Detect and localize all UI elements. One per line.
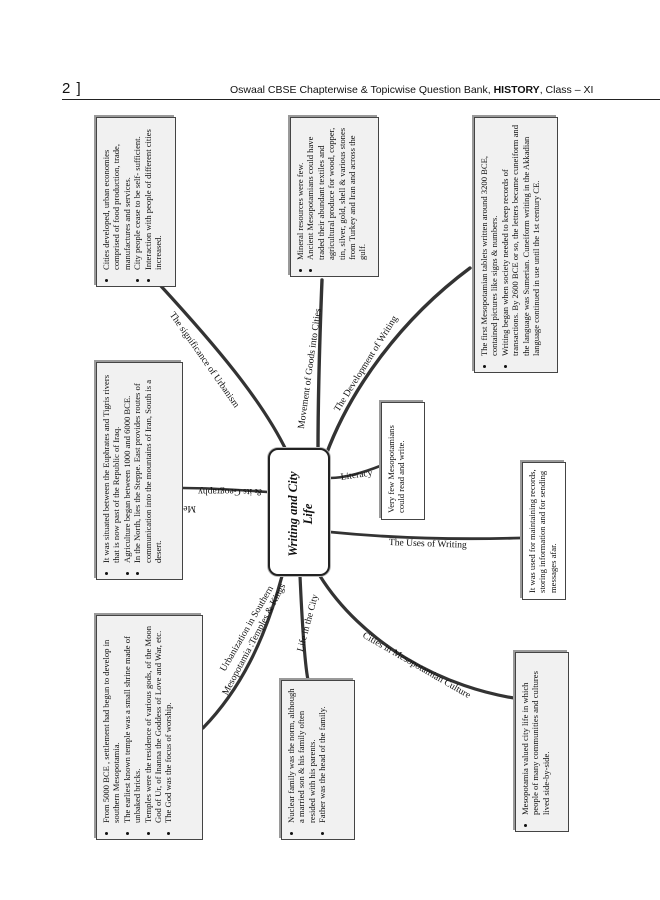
box-urbanization-item: Temples were the residence of various go…: [143, 622, 164, 823]
header-rule: [62, 99, 660, 100]
box-urbanization-item: The earliest known temple was a small sh…: [122, 622, 143, 823]
box-writing-development: The first Mesopotamian tablets written a…: [474, 117, 558, 373]
box-goods-item: Ancient Mesopotamians could have traded …: [305, 124, 367, 260]
box-urbanization: From 5000 BCE , settlement had begun to …: [96, 615, 203, 840]
connector-urbanization: [201, 574, 284, 730]
box-goods: Mineral resources were few. Ancient Meso…: [290, 117, 379, 277]
branch-label-geography-2: & its Geography: [198, 486, 262, 497]
box-urbanism-item: City people cease to be self- sufficient…: [132, 124, 142, 270]
central-topic: Writing and City Life: [268, 448, 330, 576]
box-goods-item: Mineral resources were few.: [295, 124, 305, 260]
box-urbanism: Cities developed, urban economies compri…: [96, 117, 176, 287]
box-life-item: Father was the head of the family.: [317, 687, 327, 823]
box-writing-dev-item: Writing began when society needed to kee…: [500, 124, 542, 356]
box-urbanization-item: The God was the focus of worship.: [163, 622, 173, 823]
connector-literacy: [328, 464, 382, 480]
central-topic-text: Writing and City Life: [286, 454, 316, 574]
book-title: Oswaal CBSE Chapterwise & Topicwise Ques…: [230, 84, 593, 96]
box-urbanization-item: From 5000 BCE , settlement had begun to …: [101, 622, 122, 823]
central-topic-line2: Life: [301, 503, 315, 525]
box-culture-item: Mesopotamia valued city life in which pe…: [520, 659, 551, 815]
book-title-subject: HISTORY: [493, 84, 540, 96]
book-title-suffix: , Class – XI: [539, 84, 594, 96]
box-geography: It was situated between the Euphrates an…: [96, 362, 183, 580]
box-uses-text: It was used for maintaining records, sto…: [527, 469, 558, 593]
connector-writing-dev: [324, 266, 472, 457]
page-number: 2 ]: [62, 80, 82, 97]
box-culture: Mesopotamia valued city life in which pe…: [515, 652, 569, 832]
box-literacy-text: Very few Mesopotamians could read and wr…: [386, 425, 407, 513]
connector-urbanism: [158, 283, 289, 454]
connector-culture: [318, 574, 530, 702]
box-geography-item: Agriculture began between 1000 and 6000 …: [122, 369, 132, 563]
box-uses: It was used for maintaining records, sto…: [522, 462, 566, 600]
box-literacy: Very few Mesopotamians could read and wr…: [381, 402, 425, 520]
box-urbanism-item: Interaction with people of different cit…: [143, 124, 164, 270]
box-geography-item: It was situated between the Euphrates an…: [101, 369, 122, 563]
connector-geography: [181, 486, 270, 494]
book-title-prefix: Oswaal CBSE Chapterwise & Topicwise Ques…: [230, 84, 494, 96]
connector-life: [298, 574, 310, 682]
box-geography-item: In the North, lies the Steppe. East prov…: [132, 369, 163, 563]
central-topic-line1: Writing and City: [286, 471, 300, 557]
connector-goods: [316, 278, 324, 454]
page-header: 2 ] Oswaal CBSE Chapterwise & Topicwise …: [0, 0, 660, 110]
box-life: Nuclear family was the norm, although a …: [281, 680, 355, 840]
box-urbanism-item: Cities developed, urban economies compri…: [101, 124, 132, 270]
box-writing-dev-item: The first Mesopotamian tablets written a…: [479, 124, 500, 356]
connector-uses: [328, 530, 522, 541]
box-life-item: Nuclear family was the norm, although a …: [286, 687, 317, 823]
